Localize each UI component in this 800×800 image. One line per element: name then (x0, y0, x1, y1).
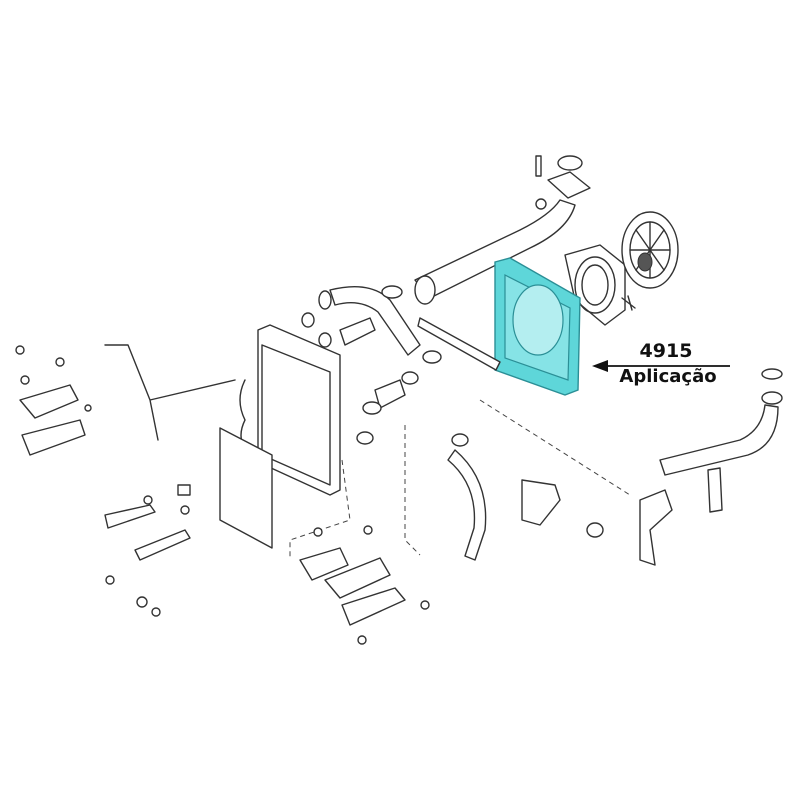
assembly-guide-lines (289, 399, 631, 560)
part-number-label: 4915 (639, 340, 693, 362)
mounting-bracket (521, 479, 561, 526)
tie-rod (417, 317, 501, 371)
grommet (586, 522, 604, 538)
upper-coolant-pipe (414, 155, 591, 305)
callout-arrow (592, 360, 730, 372)
application-caption: Aplicação (619, 366, 717, 387)
pump-pulley (621, 211, 679, 311)
radiator-hoses (301, 285, 487, 561)
radiator (219, 324, 341, 549)
support-bracket (639, 489, 673, 566)
fan-shroud-highlighted (494, 257, 581, 396)
leader-lines (104, 344, 236, 441)
lower-brackets (299, 525, 430, 645)
lower-coolant-pipe (659, 368, 783, 513)
left-mounting-hardware (15, 345, 191, 617)
